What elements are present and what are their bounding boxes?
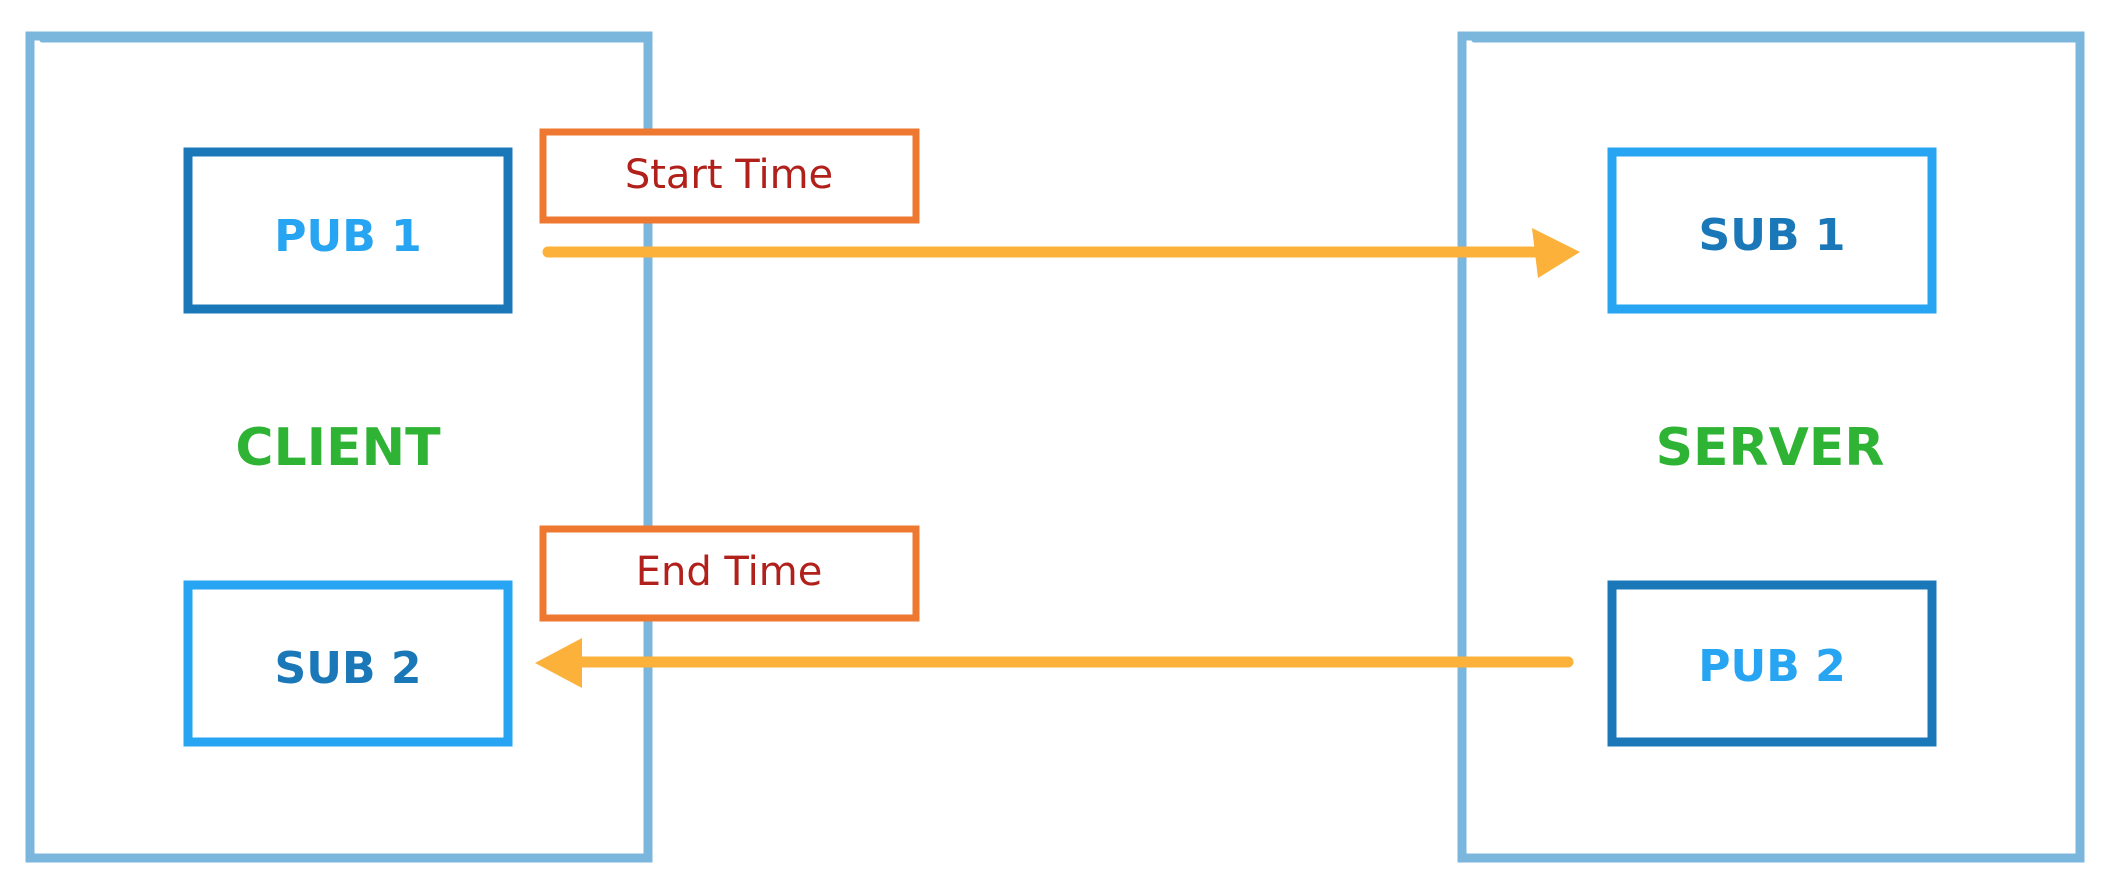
server-sub1-frame — [1607, 147, 1937, 314]
request-arrow — [542, 228, 1580, 278]
start-time-label: Start Time — [625, 152, 833, 198]
server-pub2-label: PUB 2 — [1698, 641, 1845, 692]
response-arrow — [535, 638, 1574, 688]
start-time-frame — [539, 128, 920, 224]
client-frame — [25, 31, 653, 863]
server-pub2-box: PUB 2 — [1607, 580, 1937, 747]
response-arrow-head — [535, 638, 582, 688]
server-pub2-frame — [1607, 580, 1937, 747]
server-title: SERVER — [1656, 418, 1885, 478]
server-container: SERVER — [1457, 31, 2085, 863]
client-title: CLIENT — [235, 418, 441, 478]
end-time-frame — [539, 525, 920, 622]
client-container: CLIENT — [25, 31, 653, 863]
client-pub1-label: PUB 1 — [274, 211, 421, 262]
server-sub1-box: SUB 1 — [1607, 147, 1937, 314]
server-sub1-label: SUB 1 — [1699, 210, 1846, 261]
client-sub2-label: SUB 2 — [275, 643, 422, 694]
client-sub2-frame — [183, 580, 513, 747]
request-arrow-head — [1532, 228, 1580, 278]
end-time-tag: End Time — [539, 525, 920, 622]
client-sub2-box: SUB 2 — [183, 580, 513, 747]
start-time-tag: Start Time — [539, 128, 920, 224]
server-frame — [1457, 31, 2085, 863]
client-pub1-frame — [183, 147, 513, 314]
client-pub1-box: PUB 1 — [183, 147, 513, 314]
end-time-label: End Time — [636, 549, 823, 595]
